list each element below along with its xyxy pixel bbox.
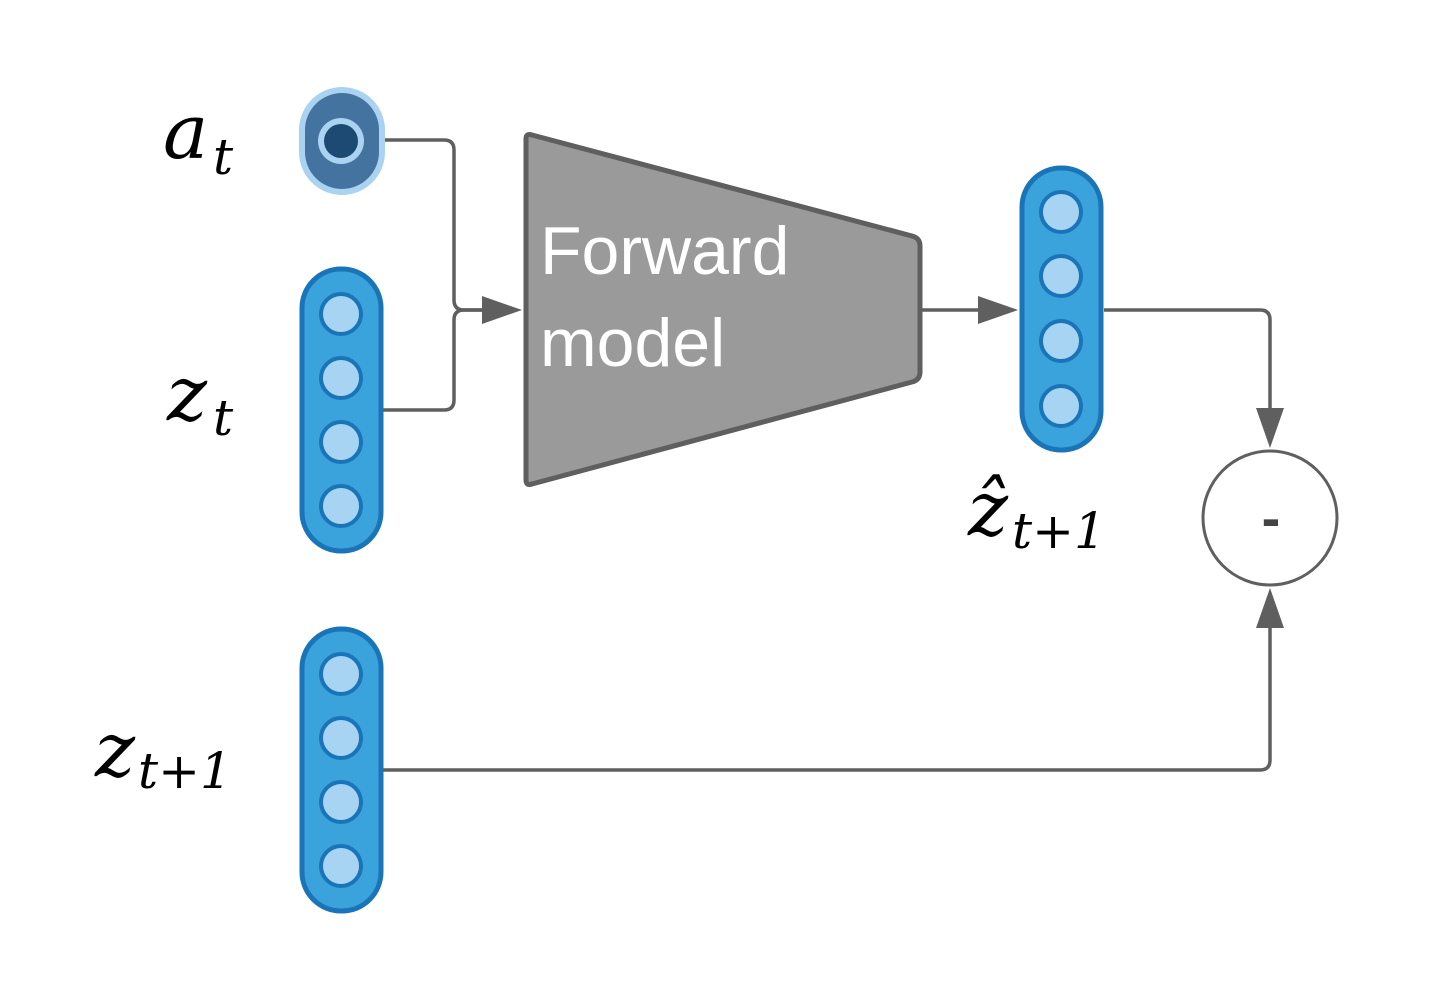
label-next-state: z t+1 (94, 705, 232, 800)
predicted-state-unit (1039, 190, 1083, 234)
predicted-state-vector (1019, 165, 1104, 453)
predicted-state-vector-body (1019, 165, 1104, 453)
state-unit (319, 484, 363, 528)
label-state-subscript: t (213, 389, 234, 447)
label-action-subscript: t (213, 128, 234, 186)
label-action: a t (163, 87, 234, 186)
next-state-vector (299, 626, 384, 914)
label-predicted-state-symbol: ẑ (967, 464, 1009, 553)
next-state-unit (319, 844, 363, 888)
label-state-symbol: z (166, 349, 208, 438)
state-unit (319, 420, 363, 464)
edge-state-to-model (382, 308, 482, 412)
forward-model-label-line2: model (540, 305, 725, 381)
arrowhead-into-operator-top (1256, 408, 1284, 448)
connectors (382, 138, 1284, 772)
edge-action-to-model (382, 138, 482, 312)
state-unit (319, 292, 363, 336)
arrowhead-into-prediction (978, 296, 1018, 324)
arrowhead-into-model (482, 296, 522, 324)
subtract-operator: - (1201, 449, 1339, 587)
label-predicted-state: ẑ t+1 (967, 464, 1106, 560)
action-node (299, 87, 385, 195)
label-next-state-subscript: t+1 (138, 742, 232, 800)
predicted-state-unit (1039, 254, 1083, 298)
action-unit-core (324, 124, 358, 158)
next-state-unit (319, 652, 363, 696)
predicted-state-unit (1039, 319, 1083, 363)
forward-model-shape (523, 132, 923, 487)
forward-model-label-line1: Forward (540, 213, 789, 289)
subtract-operator-circle (1201, 449, 1339, 587)
next-state-unit (319, 716, 363, 760)
state-unit (319, 356, 363, 400)
subtract-operator-symbol: - (1262, 486, 1281, 549)
state-vector-body (299, 266, 384, 554)
arrowhead-into-operator-bottom (1256, 588, 1284, 628)
forward-model-block: Forward model (523, 132, 923, 487)
edge-next-state-to-operator (382, 628, 1272, 772)
next-state-unit (319, 780, 363, 824)
state-vector (299, 266, 384, 554)
next-state-vector-body (299, 626, 384, 914)
edge-prediction-to-operator (1104, 308, 1272, 408)
label-next-state-symbol: z (94, 705, 136, 794)
label-action-symbol: a (163, 87, 208, 176)
label-state: z t (166, 349, 234, 447)
predicted-state-unit (1039, 384, 1083, 428)
label-predicted-state-subscript: t+1 (1012, 502, 1106, 560)
